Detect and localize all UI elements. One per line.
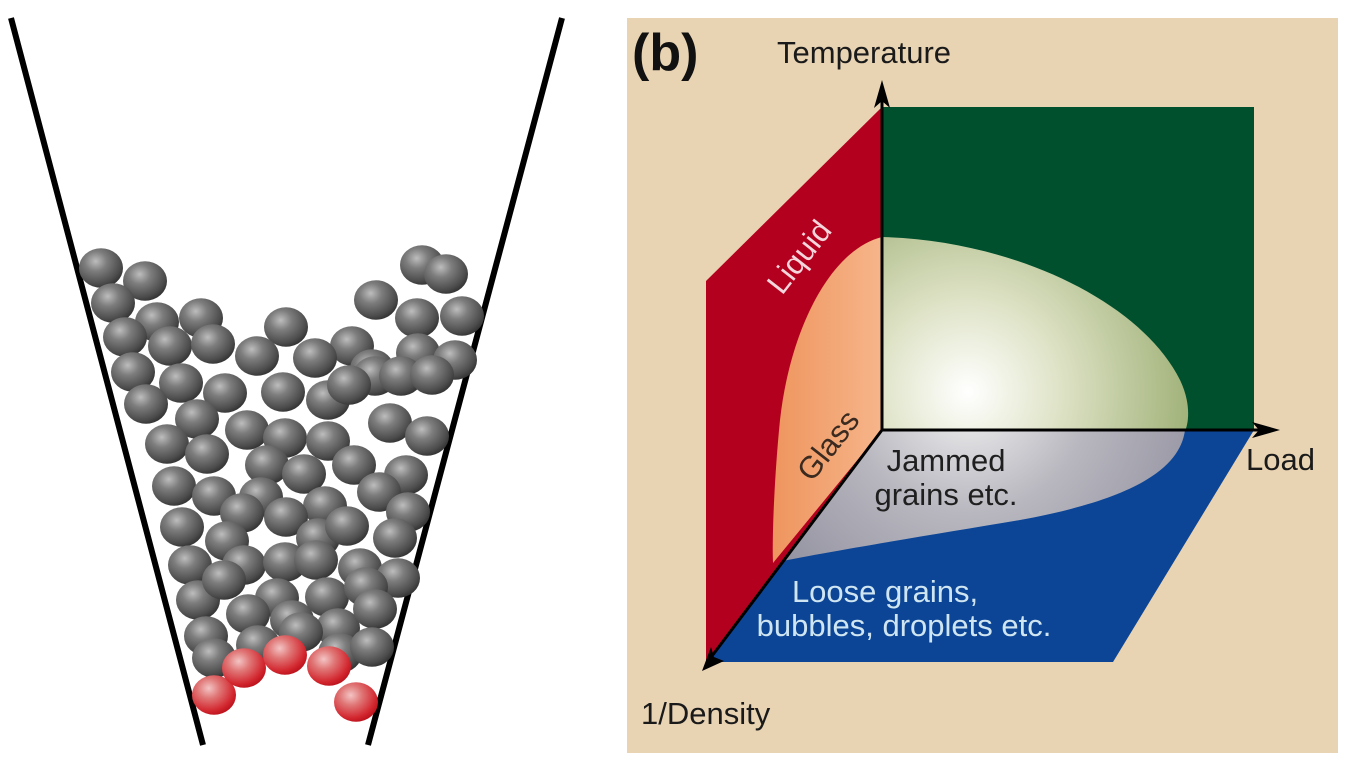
panel-b-jamming-phase-diagram: (b) Temperature Load 1/Density Liquid Gl… — [627, 18, 1338, 753]
gray-particle — [293, 338, 337, 378]
red-particle — [192, 675, 236, 715]
gray-particle — [368, 403, 412, 443]
gray-particle — [175, 399, 219, 439]
gray-particle — [282, 454, 326, 494]
gray-particle — [79, 248, 123, 288]
density-axis — [710, 429, 884, 657]
gray-particle — [160, 507, 204, 547]
red-particle — [222, 648, 266, 688]
density-axis-label: 1/Density — [641, 696, 771, 731]
load-axis-label: Load — [1246, 442, 1315, 477]
gray-particle — [353, 589, 397, 629]
gray-particle — [159, 363, 203, 403]
jammed-label-line1: Jammed — [887, 443, 1006, 478]
gray-particle — [264, 497, 308, 537]
gray-particle — [245, 445, 289, 485]
funnel-left-wall — [8, 17, 206, 746]
gray-particle — [264, 307, 308, 347]
jammed-label-line2: grains etc. — [874, 477, 1017, 512]
funnel-right-wall — [365, 17, 565, 746]
gray-particle — [305, 577, 349, 617]
gray-particle — [225, 410, 269, 450]
panel-a-funnel-diagram — [8, 17, 565, 746]
gray-particle — [145, 424, 189, 464]
region-jammed-wall-surface — [882, 237, 1189, 431]
gray-particle — [332, 445, 376, 485]
gray-particle — [294, 540, 338, 580]
loose-label-line1: Loose grains, — [792, 574, 978, 609]
gray-particle — [124, 384, 168, 424]
gray-particle — [327, 365, 371, 405]
panel-label: (b) — [632, 24, 698, 82]
temperature-axis-arrowhead-icon — [874, 80, 890, 108]
red-arch-particles — [192, 635, 378, 722]
region-jammed — [773, 430, 1185, 563]
gray-particle — [111, 352, 155, 392]
gray-particle — [203, 373, 247, 413]
red-particle — [263, 635, 307, 675]
gray-particles — [79, 245, 484, 678]
gray-particle — [152, 466, 196, 506]
gray-particle — [405, 416, 449, 456]
gray-particle — [373, 518, 417, 558]
gray-particle — [202, 560, 246, 600]
gray-particle — [103, 317, 147, 357]
gray-particle — [185, 434, 229, 474]
gray-particle — [395, 298, 439, 338]
gray-particle — [440, 296, 484, 336]
gray-particle — [191, 324, 235, 364]
gray-particle — [354, 280, 398, 320]
gray-particle — [261, 372, 305, 412]
gray-particle — [424, 254, 468, 294]
gray-particle — [226, 594, 270, 634]
loose-label-line2: bubbles, droplets etc. — [757, 608, 1052, 643]
gray-particle — [379, 356, 423, 396]
gray-particle — [410, 355, 454, 395]
region-glass — [772, 237, 882, 563]
red-particle — [307, 646, 351, 686]
gray-particle — [123, 261, 167, 301]
gray-particle — [148, 326, 192, 366]
load-axis-arrowhead-icon — [1252, 422, 1280, 438]
temperature-axis-label: Temperature — [777, 35, 951, 70]
gray-particle — [325, 506, 369, 546]
gray-particle — [168, 545, 212, 585]
red-particle — [334, 682, 378, 722]
density-axis-arrowhead-icon — [702, 647, 724, 671]
gray-particle — [350, 627, 394, 667]
gray-particle — [91, 283, 135, 323]
gray-particle — [235, 336, 279, 376]
